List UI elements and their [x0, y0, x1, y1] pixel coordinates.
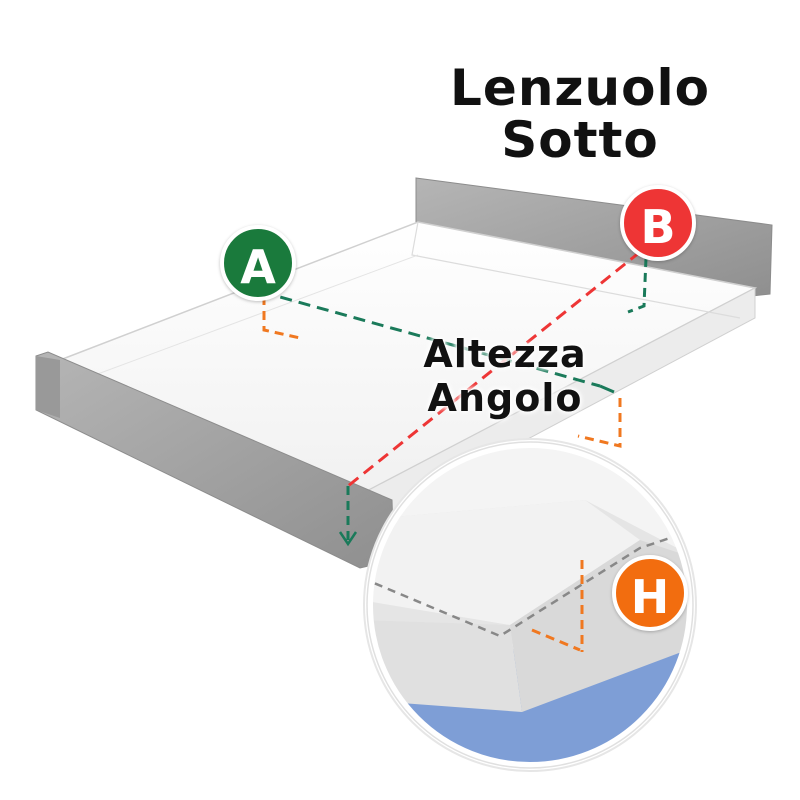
- corner-zoom-view: [363, 438, 697, 772]
- title-line-1: Lenzuolo: [450, 59, 710, 117]
- footboard: [35, 351, 395, 569]
- corner-height-line-1: Altezza: [423, 332, 587, 376]
- marker-b-badge: B: [620, 185, 696, 261]
- length-dimension-line: [347, 250, 641, 488]
- corner-height-label: Altezza Angolo: [395, 332, 615, 420]
- title-line-2: Sotto: [501, 111, 659, 169]
- depth-dimension-front: [338, 486, 358, 547]
- marker-a-badge: A: [220, 225, 296, 301]
- depth-dimension-right: [577, 398, 622, 448]
- width-dimension-line: [261, 290, 615, 394]
- depth-dimension-b: [627, 257, 648, 314]
- marker-h-badge: H: [612, 555, 688, 631]
- diagram-title: Lenzuolo Sotto: [440, 62, 720, 166]
- corner-height-line-2: Angolo: [427, 376, 583, 420]
- depth-dimension-a: [262, 296, 301, 340]
